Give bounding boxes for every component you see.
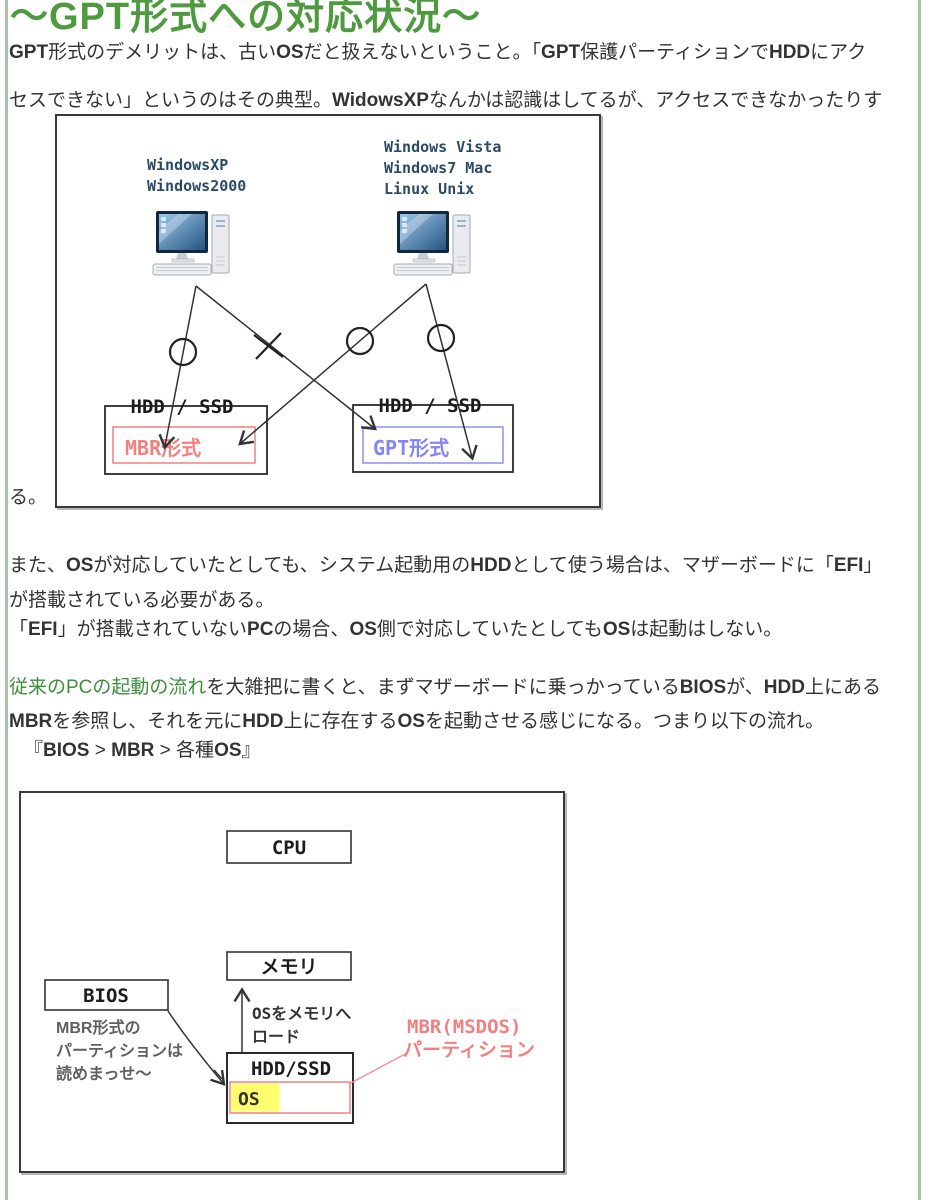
gpt-format-box <box>362 426 504 464</box>
paragraph1-line1: GPT形式のデメリットは、古いOSだと扱えないということ。「GPT保護パーティシ… <box>9 42 867 63</box>
svg-text:Windows Vista: Windows Vista <box>384 138 501 156</box>
paragraph1-line3: る。 <box>9 487 48 508</box>
mbr-format-box <box>112 426 256 464</box>
diagram-os-format-support-image[interactable]: WindowsXP Windows2000 Windows Vista Wind… <box>55 114 601 508</box>
svg-text:OSをメモリへ: OSをメモリへ <box>252 1004 351 1023</box>
svg-text:Windows2000: Windows2000 <box>147 177 246 195</box>
bios-box: BIOS <box>44 979 169 1011</box>
load-os-label: OSをメモリへ ロード <box>252 1004 351 1046</box>
paragraph3-line1-rest: を大雑把に書くと、まずマザーボードに乗っかっているBIOSが、HDD上にある <box>206 677 881 698</box>
ok-circle-icon <box>426 323 456 353</box>
svg-text:Windows7 Mac: Windows7 Mac <box>384 159 492 177</box>
os-cell-label: OS <box>238 1089 260 1110</box>
svg-text:MBR形式の: MBR形式の <box>56 1018 140 1037</box>
old-pc-icon <box>152 210 230 276</box>
oldpc-to-gpt-arrow <box>195 285 377 431</box>
memory-box: メモリ <box>226 951 352 981</box>
partition-callout-line <box>348 1052 408 1085</box>
diagram-bios-boot-flow-image[interactable]: CPU メモリ BIOS OSをメモリへ ロード MBR形式の パーティションは… <box>19 791 565 1173</box>
paragraph2-line1: また、OSが対応していたとしても、システム起動用のHDDとして使う場合は、マザー… <box>9 555 883 576</box>
access-arrows <box>158 283 478 461</box>
memory-label: メモリ <box>260 956 317 978</box>
paragraph3-line1: 従来のPCの起動の流れを大雑把に書くと、まずマザーボードに乗っかっているBIOS… <box>9 676 881 699</box>
boot-flow-note: 『BIOS > MBR > 各種OS』 <box>24 740 261 761</box>
svg-text:読めまっせ〜: 読めまっせ〜 <box>56 1064 151 1083</box>
old-os-list: WindowsXP Windows2000 <box>147 156 246 195</box>
hdd-label: HDD/SSD <box>251 1058 331 1080</box>
svg-text:ロード: ロード <box>252 1027 300 1046</box>
svg-text:MBR(MSDOS): MBR(MSDOS) <box>407 1016 521 1038</box>
gpt-format-label: GPT形式 <box>373 436 449 460</box>
ok-circle-icon <box>168 337 198 367</box>
mbr-format-label: MBR形式 <box>125 436 201 460</box>
svg-text:WindowsXP: WindowsXP <box>147 156 228 174</box>
newpc-to-gpt-arrow <box>425 283 478 461</box>
svg-text:パーティション: パーティション <box>403 1039 535 1061</box>
paragraph2-line3: 「EFI」が搭載されていないPCの場合、OS側で対応していたとしてもOSは起動は… <box>9 619 783 640</box>
newpc-to-mbr-arrow <box>238 283 427 446</box>
content-left-border <box>5 0 8 1200</box>
bios-reads-mbr-arrow-tick <box>213 1069 223 1080</box>
os-cell-highlight <box>231 1083 280 1112</box>
new-pc-icon <box>393 210 471 276</box>
hdd-box: HDD/SSD OS <box>226 1052 354 1124</box>
paragraph1-line2: セスできない」というのはその典型。WidowsXPなんかは認識はしてるが、アクセ… <box>9 90 883 111</box>
svg-text:パーティションは: パーティションは <box>56 1042 183 1060</box>
cpu-label: CPU <box>272 837 306 859</box>
gpt-disk-box: HDD / SSD GPT形式 <box>352 395 514 473</box>
new-os-list: Windows Vista Windows7 Mac Linux Unix <box>384 138 501 198</box>
bios-reads-mbr-arrow <box>167 1010 226 1086</box>
paragraph2-line2: が搭載されている必要がある。 <box>9 590 275 611</box>
content-right-border <box>918 0 921 1200</box>
ng-cross-icon <box>253 332 284 360</box>
page-title: 〜GPT形式への対応状況〜 <box>10 0 482 38</box>
mbr-disk-label: HDD / SSD <box>131 396 234 418</box>
bios-note-text: MBR形式の パーティションは 読めまっせ〜 <box>56 1018 183 1083</box>
bios-label: BIOS <box>83 985 129 1007</box>
gpt-disk-label: HDD / SSD <box>379 395 482 417</box>
partition-label: MBR(MSDOS) パーティション <box>403 1016 535 1061</box>
oldpc-to-mbr-arrow <box>158 285 197 450</box>
svg-text:Linux Unix: Linux Unix <box>384 180 474 198</box>
boot-flow-keyword-link[interactable]: 従来のPCの起動の流れ <box>9 677 207 698</box>
paragraph3-line2: MBRを参照し、それを元にHDD上に存在するOSを起動させる感じになる。つまり以… <box>9 711 825 732</box>
cpu-box: CPU <box>226 830 352 864</box>
mbr-disk-box: HDD / SSD MBR形式 <box>104 396 268 475</box>
ok-circle-icon <box>345 326 375 356</box>
